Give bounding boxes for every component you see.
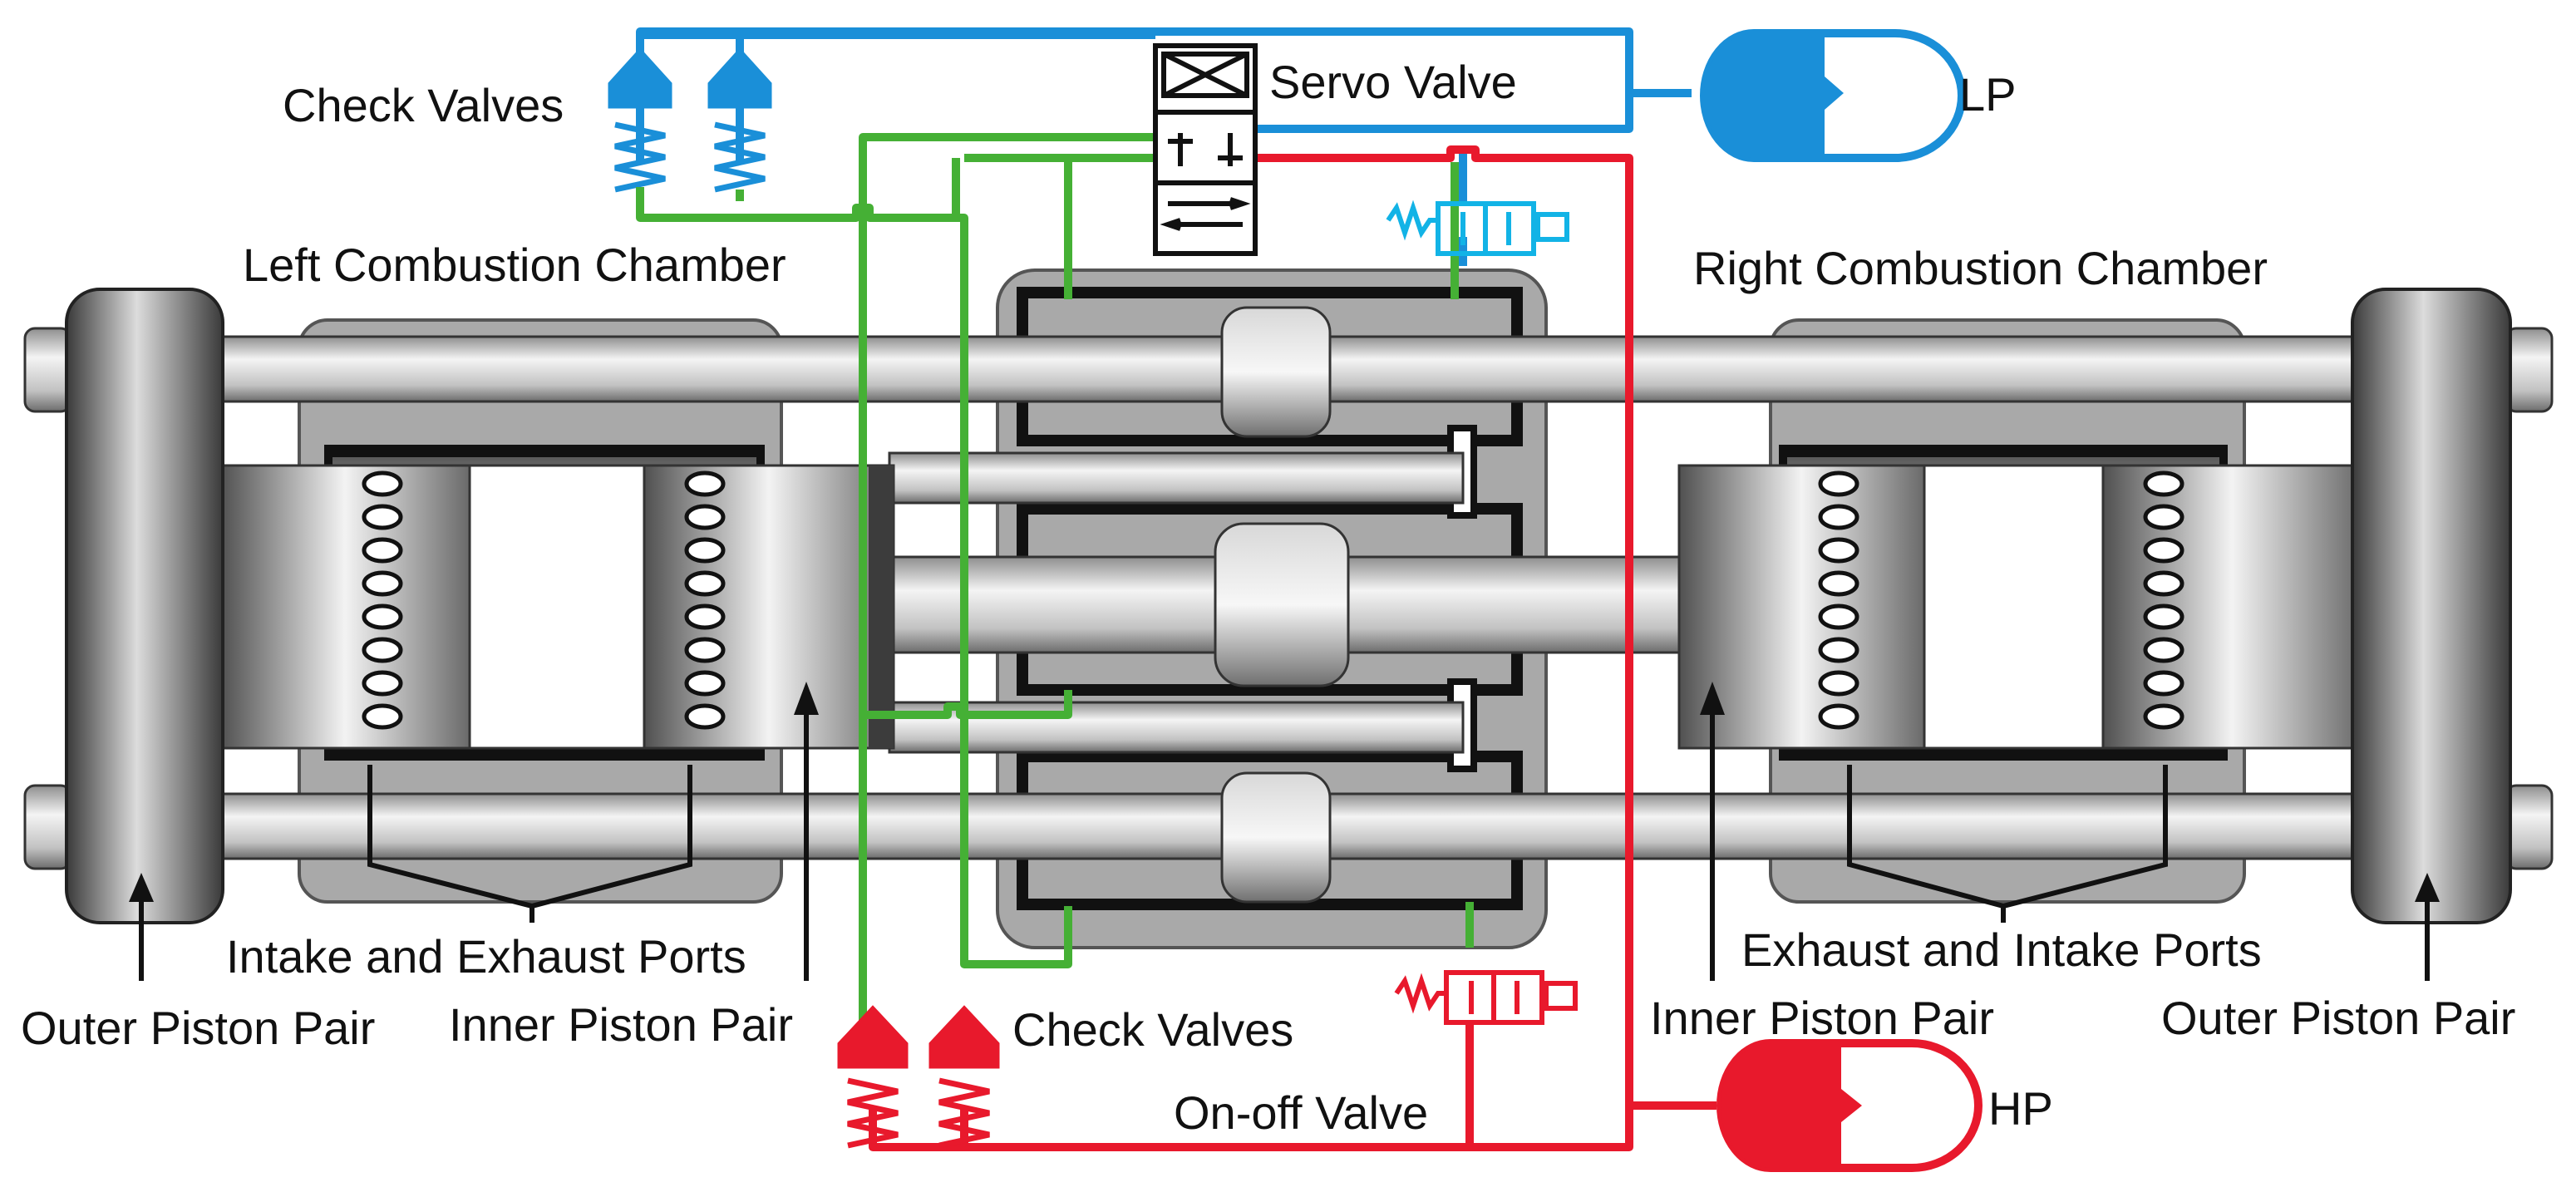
port-hole xyxy=(1818,570,1859,597)
hp-on-off-valve xyxy=(1394,970,1578,1025)
port-hole xyxy=(684,537,726,564)
check-valves-top-label: Check Valves xyxy=(283,79,564,131)
left-inner-piston xyxy=(643,464,895,750)
center-hydraulic-piston xyxy=(1214,522,1350,687)
hp-check-valve-1 xyxy=(837,1005,909,1149)
intake-exhaust-ports-label: Intake and Exhaust Ports xyxy=(226,930,746,983)
port-hole xyxy=(2143,670,2184,697)
hp-check-valve-2 xyxy=(928,1005,1000,1149)
upper-hydraulic-piston xyxy=(1220,306,1332,438)
return-lines xyxy=(636,133,1474,1031)
port-hole xyxy=(2143,603,2184,630)
outer-piston-pair-right-label: Outer Piston Pair xyxy=(2161,992,2515,1044)
right-outer-piston xyxy=(2101,464,2362,750)
port-hole xyxy=(684,470,726,497)
lp-check-valve-1 xyxy=(608,47,672,193)
right-outer-piston-pair-cap xyxy=(2351,288,2512,924)
port-hole xyxy=(1818,670,1859,697)
lower-inner-rod xyxy=(888,701,1465,754)
right-outer-port-holes xyxy=(2143,470,2184,730)
port-hole xyxy=(1818,637,1859,663)
port-hole xyxy=(362,570,403,597)
lp-check-valve-2 xyxy=(707,47,772,193)
port-hole xyxy=(362,603,403,630)
left-inner-piston-end xyxy=(869,466,894,748)
left-outer-piston-pair-cap xyxy=(65,288,224,924)
left-outer-port-holes xyxy=(362,470,403,730)
on-off-valve-label: On-off Valve xyxy=(1174,1086,1428,1139)
lp-label: LP xyxy=(1959,68,2017,121)
upper-inner-rod xyxy=(888,451,1465,505)
hp-label: HP xyxy=(1988,1082,2053,1135)
pointer-lines xyxy=(139,702,2430,981)
port-hole xyxy=(684,603,726,630)
lower-hydraulic-piston xyxy=(1220,771,1332,904)
port-hole xyxy=(362,703,403,730)
lp-solenoid-valve xyxy=(1386,200,1569,256)
inner-piston-pair-left-label: Inner Piston Pair xyxy=(449,998,793,1051)
port-hole xyxy=(1818,603,1859,630)
port-hole xyxy=(1818,470,1859,497)
check-valves-bottom-label: Check Valves xyxy=(1012,1003,1293,1056)
left-inner-port-holes xyxy=(684,470,726,730)
inner-piston-pair-right-label: Inner Piston Pair xyxy=(1650,992,1994,1044)
hp-accumulator xyxy=(1717,1039,1982,1172)
port-hole xyxy=(1818,537,1859,564)
left-combustion-chamber-label: Left Combustion Chamber xyxy=(243,239,786,291)
port-hole xyxy=(2143,470,2184,497)
port-hole xyxy=(362,670,403,697)
right-combustion-space xyxy=(1923,464,2105,750)
port-hole xyxy=(2143,537,2184,564)
left-combustion-space xyxy=(468,464,646,750)
left-rod-nut-top xyxy=(23,327,72,413)
port-hole xyxy=(2143,637,2184,663)
right-rod-nut-bottom xyxy=(2505,784,2554,870)
right-inner-piston xyxy=(1677,464,1926,750)
port-hole xyxy=(684,504,726,530)
right-rod-nut-top xyxy=(2505,327,2554,413)
left-rod-nut-bottom xyxy=(23,784,72,870)
port-hole xyxy=(362,537,403,564)
left-outer-piston xyxy=(219,464,471,750)
port-hole xyxy=(684,670,726,697)
right-inner-port-holes xyxy=(1818,470,1859,730)
servo-valve xyxy=(1153,43,1258,256)
port-hole xyxy=(1818,504,1859,530)
servo-valve-label: Servo Valve xyxy=(1269,56,1517,108)
exhaust-intake-ports-label: Exhaust and Intake Ports xyxy=(1741,924,2262,976)
port-hole xyxy=(684,637,726,663)
port-hole xyxy=(2143,504,2184,530)
port-hole xyxy=(362,470,403,497)
port-hole xyxy=(362,504,403,530)
outer-piston-pair-left-label: Outer Piston Pair xyxy=(21,1002,375,1054)
right-combustion-chamber-label: Right Combustion Chamber xyxy=(1693,242,2268,294)
lp-accumulator xyxy=(1700,29,1966,162)
port-hole xyxy=(684,570,726,597)
port-hole xyxy=(2143,703,2184,730)
port-hole xyxy=(362,637,403,663)
port-hole xyxy=(2143,570,2184,597)
port-hole xyxy=(1818,703,1859,730)
port-hole xyxy=(684,703,726,730)
pointer-arrowheads xyxy=(129,682,2440,902)
